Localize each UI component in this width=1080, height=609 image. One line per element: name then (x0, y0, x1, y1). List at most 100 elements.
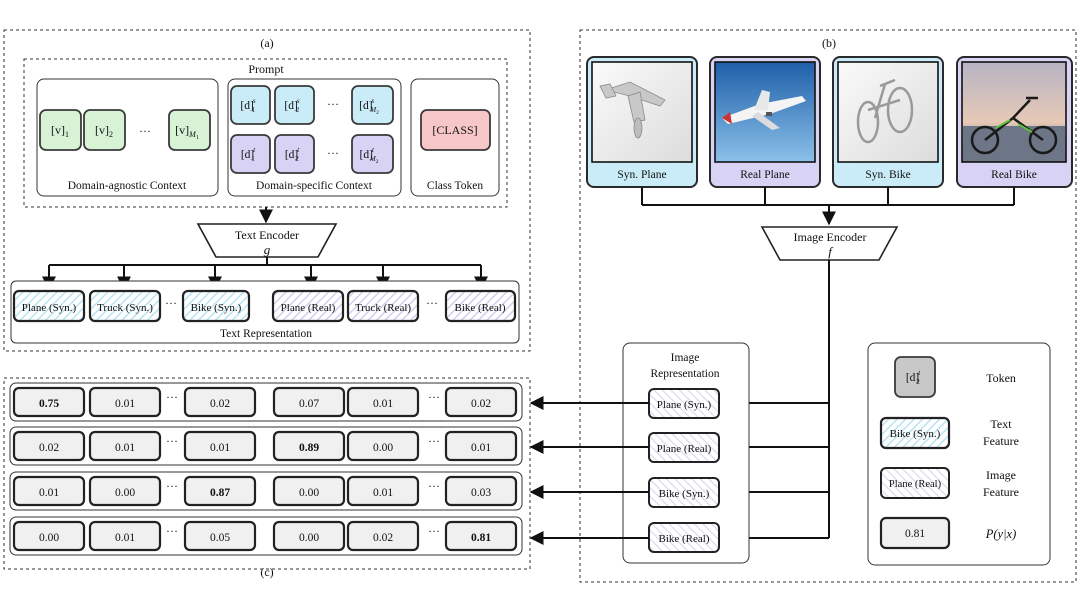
svg-text:Plane (Syn.): Plane (Syn.) (657, 399, 712, 411)
panel-a: (a) Prompt [v]1 [v]2 ··· [v]M1 Domain-ag… (3, 29, 531, 352)
panel-b-frame (579, 29, 1077, 583)
prob-cell-value: 0.75 (39, 398, 59, 410)
prob-cell-value: 0.87 (210, 487, 230, 499)
svg-text:Truck (Syn.): Truck (Syn.) (97, 302, 153, 314)
prob-cell-value: 0.02 (210, 398, 230, 410)
prob-cell-box (346, 520, 420, 552)
prob-cell-box (272, 475, 346, 507)
prob-cell-box (12, 475, 86, 507)
prob-cell-value: 0.01 (39, 487, 59, 499)
prob-cell-value: 0.00 (39, 532, 59, 544)
prob-cell-box (88, 386, 162, 418)
svg-text:Plane (Real): Plane (Real) (281, 302, 336, 314)
feature-to-row-arrows (529, 396, 649, 545)
agnostic-context-box (36, 78, 219, 197)
prob-cell-box (183, 475, 257, 507)
syn-plane-caption: Syn. Plane (617, 169, 666, 181)
agnostic-token-m1: [v]M1 (168, 109, 211, 151)
image-merge-lines (641, 187, 1015, 226)
prob-cell-box (444, 386, 518, 418)
svg-text:[d]s2: [d]s2 (284, 97, 299, 114)
svg-text:Bike (Syn.): Bike (Syn.) (191, 302, 242, 314)
real-bike-caption: Real Bike (991, 169, 1037, 181)
svg-text:Text: Text (990, 417, 1012, 431)
prob-row-ellipsis: ··· (166, 434, 178, 448)
prob-cell-box (346, 430, 420, 462)
text-feature-1: Plane (Syn.) (12, 289, 86, 323)
text-rep-ellipsis-1: ··· (165, 296, 177, 310)
prob-cell-box (444, 475, 518, 507)
prob-cell-box (272, 430, 346, 462)
prob-cell-value: 0.02 (39, 442, 59, 454)
prob-row-ellipsis: ··· (166, 524, 178, 538)
text-feature-3: Bike (Syn.) (181, 289, 251, 323)
real-plane-caption: Real Plane (740, 169, 790, 181)
svg-text:[d]t2: [d]t2 (906, 369, 921, 386)
prob-cell-value: 0.01 (373, 398, 393, 410)
prob-cell-box (444, 520, 518, 552)
agnostic-ellipsis: ··· (139, 124, 151, 138)
text-feature-2: Truck (Syn.) (88, 289, 162, 323)
prob-cell-value: 0.01 (115, 398, 135, 410)
prob-cell-value: 0.05 (210, 532, 230, 544)
prob-row-ellipsis: ··· (166, 479, 178, 493)
prob-cell-value: 0.01 (471, 442, 491, 454)
prob-cell-box (272, 386, 346, 418)
image-encoder-branches (732, 260, 830, 545)
text-rep-ellipsis-2: ··· (426, 296, 438, 310)
prob-cell-value: 0.02 (471, 398, 491, 410)
svg-text:[d]sM2: [d]sM2 (359, 97, 379, 116)
probability-rows: 0.75 0.01 0.02 0.07 0.01 0.02 ··· ··· 0.02 0.01 0.… (9, 382, 523, 556)
text-feature-4: Plane (Real) (271, 289, 345, 323)
prob-cell-value: 0.01 (115, 532, 135, 544)
svg-text:Bike (Syn.): Bike (Syn.) (890, 428, 941, 440)
svg-text:Plane (Real): Plane (Real) (657, 443, 712, 455)
svg-text:[d]s1: [d]s1 (240, 97, 255, 114)
svg-text:0.81: 0.81 (905, 528, 925, 540)
image-card-syn-plane: Syn. Plane (586, 56, 698, 188)
svg-text:[v]M1: [v]M1 (175, 123, 199, 141)
prob-cell-box (88, 475, 162, 507)
legend-probability: 0.81 P(y|x) (879, 516, 1016, 550)
prob-cell-value: 0.07 (299, 398, 319, 410)
legend-token-label: Token (986, 371, 1016, 385)
svg-text:Bike (Real): Bike (Real) (658, 533, 709, 545)
prob-cell-value: 0.03 (471, 487, 491, 499)
prob-cell-box (12, 386, 86, 418)
class-token (420, 109, 491, 151)
prob-cell-box (183, 430, 257, 462)
prob-cell-value: 0.00 (373, 442, 393, 454)
image-feature-2: Plane (Real) (648, 432, 720, 463)
prob-cell-box (88, 520, 162, 552)
text-encoder-symbol: g (264, 242, 271, 257)
svg-text:Image: Image (986, 468, 1016, 482)
image-card-real-plane: Real Plane (709, 56, 821, 188)
prob-cell-box (183, 520, 257, 552)
prob-cell-value: 0.89 (299, 442, 319, 454)
prob-cell-value: 0.01 (373, 487, 393, 499)
prob-row-ellipsis: ··· (428, 390, 440, 404)
prob-cell-box (272, 520, 346, 552)
text-encoder (196, 223, 338, 258)
syn-bike-caption: Syn. Bike (865, 169, 910, 181)
prob-row-ellipsis: ··· (428, 524, 440, 538)
agnostic-token-2: [v]2 (83, 109, 126, 151)
image-rep-caption-2: Representation (651, 368, 720, 380)
prob-cell-value: 0.01 (115, 442, 135, 454)
agnostic-caption: Domain-agnostic Context (68, 180, 187, 192)
specific-source-ellipsis: ··· (327, 97, 339, 111)
image-feature-4: Bike (Real) (648, 522, 720, 553)
prob-cell-box (88, 430, 162, 462)
image-rep-caption-1: Image (671, 352, 700, 364)
panel-b: (b) Syn. Plane Real Plane (579, 29, 1077, 583)
specific-target-ellipsis: ··· (327, 146, 339, 160)
panel-c-label: (c) (260, 565, 273, 579)
